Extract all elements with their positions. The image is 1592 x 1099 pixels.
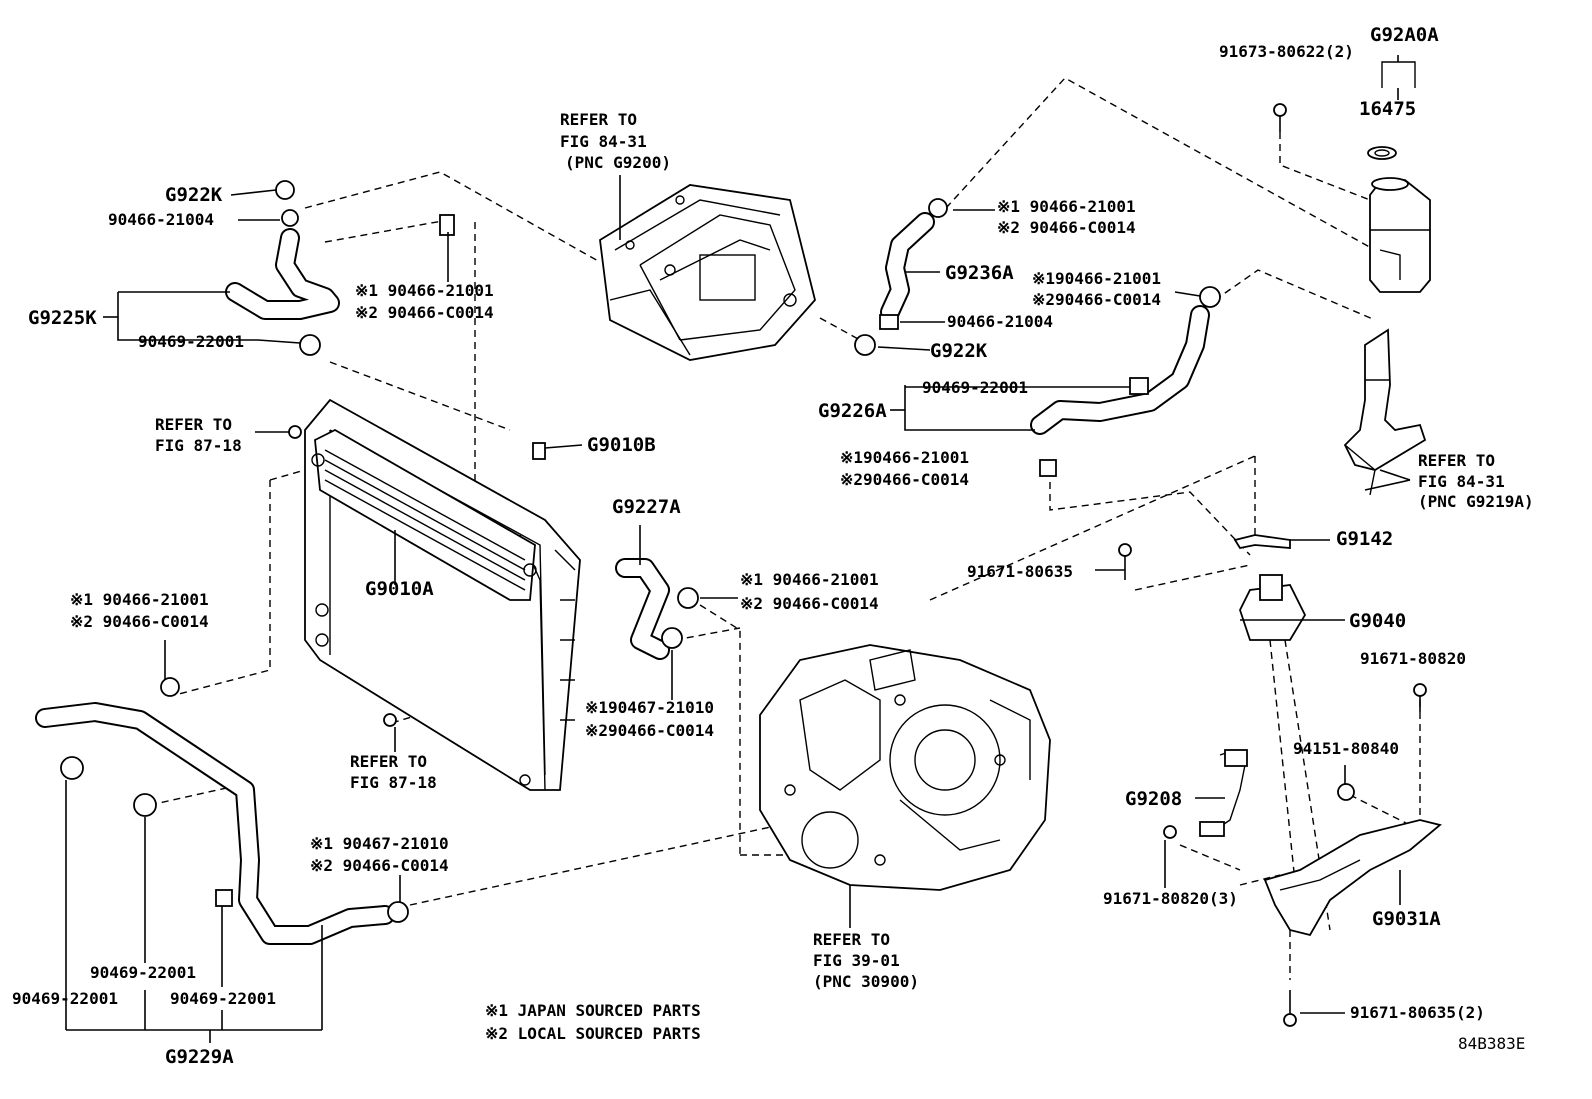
label-fig-39-01: FIG 39-01 bbox=[813, 951, 900, 970]
inverter-assembly bbox=[599, 184, 816, 361]
label-91671-80820-b: 91671-80820(3) bbox=[1103, 889, 1238, 908]
label-n1-a: ※1 90466-21001 bbox=[355, 281, 494, 300]
tank-bracket bbox=[1343, 328, 1427, 496]
label-n2-g: ※290466-C0014 bbox=[585, 721, 714, 740]
label-g9010a: G9010A bbox=[365, 578, 434, 600]
label-n2-h: ※2 90466-C0014 bbox=[310, 856, 449, 875]
legend-japan-sourced: ※1 JAPAN SOURCED PARTS bbox=[485, 1001, 701, 1020]
sensor-g9208 bbox=[1199, 749, 1248, 837]
label-n2-a: ※2 90466-C0014 bbox=[355, 303, 494, 322]
label-refer-to-39-01: REFER TO bbox=[813, 930, 890, 949]
label-90469-22001-d: 90469-22001 bbox=[12, 989, 118, 1008]
legend-local-sourced: ※2 LOCAL SOURCED PARTS bbox=[485, 1024, 701, 1043]
label-n2-c: ※290466-C0014 bbox=[1032, 290, 1161, 309]
mount-g9040 bbox=[1233, 534, 1307, 641]
label-n1-f: ※1 90466-21001 bbox=[70, 590, 209, 609]
label-94151-80840: 94151-80840 bbox=[1293, 739, 1399, 758]
label-g9227a: G9227A bbox=[612, 496, 681, 518]
label-90466-21004-left: 90466-21004 bbox=[108, 210, 214, 229]
label-n2-d: ※290466-C0014 bbox=[840, 470, 969, 489]
label-fig-84-31-b: FIG 84-31 bbox=[1418, 472, 1505, 491]
label-refer-to-inverter: REFER TO bbox=[560, 110, 637, 129]
label-fig-87-18-a: FIG 87-18 bbox=[155, 436, 242, 455]
label-91671-80820-a: 91671-80820 bbox=[1360, 649, 1466, 668]
label-pnc-30900: (PNC 30900) bbox=[813, 972, 919, 991]
clamps-and-bolts bbox=[60, 103, 1427, 1027]
transaxle-assembly bbox=[759, 644, 1051, 891]
label-91671-80635-a: 91671-80635 bbox=[967, 562, 1073, 581]
hose-g9227a bbox=[615, 558, 670, 660]
bracket-g9031a bbox=[1263, 819, 1442, 937]
reserve-tank bbox=[1367, 55, 1431, 293]
label-pnc-g9219a: (PNC G9219A) bbox=[1418, 492, 1534, 511]
label-g9229a: G9229A bbox=[165, 1046, 234, 1068]
hose-g9229a bbox=[35, 702, 395, 945]
label-90466-21004-right: 90466-21004 bbox=[947, 312, 1053, 331]
label-fig-84-31-inverter: FIG 84-31 bbox=[560, 132, 647, 151]
label-g9031a: G9031A bbox=[1372, 908, 1441, 930]
label-90469-22001-mid: 90469-22001 bbox=[922, 378, 1028, 397]
label-n1-e: ※1 90466-21001 bbox=[740, 570, 879, 589]
label-n1-c: ※190466-21001 bbox=[1032, 269, 1161, 288]
label-90469-22001-e: 90469-22001 bbox=[170, 989, 276, 1008]
label-refer-to-84-31-b: REFER TO bbox=[1418, 451, 1495, 470]
label-g92a0a: G92A0A bbox=[1370, 24, 1439, 46]
label-g9010b: G9010B bbox=[587, 434, 656, 456]
label-refer-to-87-18-b: REFER TO bbox=[350, 752, 427, 771]
label-g9236a: G9236A bbox=[945, 262, 1014, 284]
label-g9040: G9040 bbox=[1349, 610, 1406, 632]
label-g9225k: G9225K bbox=[28, 307, 97, 329]
label-g9142: G9142 bbox=[1336, 528, 1393, 550]
label-n1-d: ※190466-21001 bbox=[840, 448, 969, 467]
label-g922k-top: G922K bbox=[165, 184, 223, 206]
label-n1-g: ※190467-21010 bbox=[585, 698, 714, 717]
label-91673-80622: 91673-80622(2) bbox=[1219, 42, 1354, 61]
diagram-code: 84B383E bbox=[1458, 1034, 1525, 1053]
radiator-assembly bbox=[304, 398, 581, 791]
hose-g9226a bbox=[1030, 305, 1210, 435]
hose-g9236a bbox=[880, 212, 935, 322]
label-16475: 16475 bbox=[1359, 98, 1416, 120]
label-n2-f: ※2 90466-C0014 bbox=[70, 612, 209, 631]
label-g922k-mid: G922K bbox=[930, 340, 988, 362]
label-g9208: G9208 bbox=[1125, 788, 1182, 810]
label-90469-22001-top: 90469-22001 bbox=[138, 332, 244, 351]
label-90469-22001-c: 90469-22001 bbox=[90, 963, 196, 982]
label-fig-87-18-b: FIG 87-18 bbox=[350, 773, 437, 792]
label-91671-80635-b: 91671-80635(2) bbox=[1350, 1003, 1485, 1022]
label-refer-to-87-18-a: REFER TO bbox=[155, 415, 232, 434]
hose-g9225k bbox=[225, 228, 340, 320]
label-n2-e: ※2 90466-C0014 bbox=[740, 594, 879, 613]
leader-lines bbox=[65, 88, 1411, 1043]
label-n2-b: ※2 90466-C0014 bbox=[997, 218, 1136, 237]
label-n1-b: ※1 90466-21001 bbox=[997, 197, 1136, 216]
label-n1-h: ※1 90467-21010 bbox=[310, 834, 449, 853]
label-pnc-g9200: (PNC G9200) bbox=[565, 153, 671, 172]
label-g9226a: G9226A bbox=[818, 400, 887, 422]
